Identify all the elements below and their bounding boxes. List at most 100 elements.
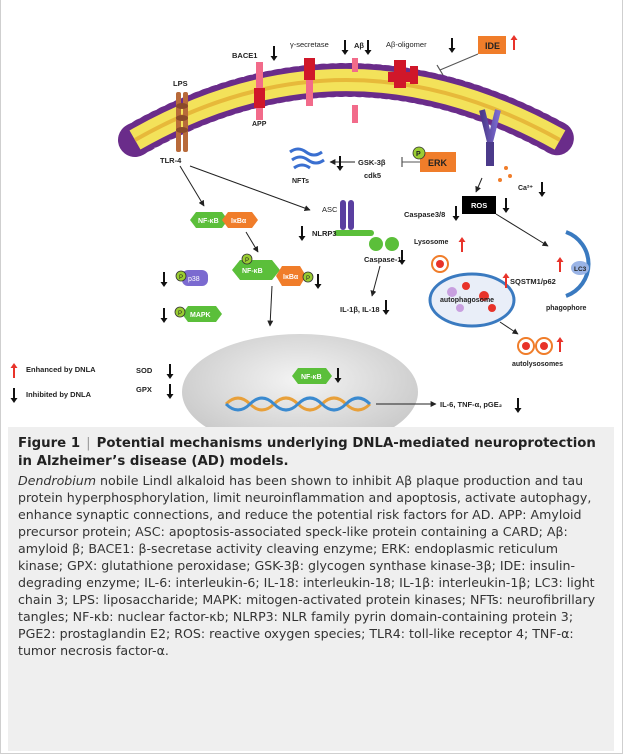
erk-phospho-label: P: [416, 151, 421, 158]
ros-label: ROS: [471, 201, 487, 210]
phagophore-label: phagophore: [546, 305, 587, 312]
ikba-hexagon-1: [222, 212, 258, 228]
sqstm1-label: SQSTM1/p62: [510, 277, 556, 286]
figure-number: Figure 1: [18, 436, 81, 451]
bace1-label: BACE1: [232, 51, 257, 60]
asc-label: ASC: [322, 205, 338, 214]
phagophore-arc: [565, 230, 591, 298]
gamma-secretase-label: γ-secretase: [290, 40, 329, 49]
legend-inhibited-label: Inhibited by DNLA: [26, 390, 92, 399]
cytokines-label: IL-6, TNF-α, pGE₂: [440, 400, 502, 409]
ide-box: [478, 36, 506, 54]
mapk-label: MAPK: [190, 312, 211, 319]
caption-italic-lead: Dendrobium: [18, 473, 97, 488]
caspase38-label: Caspase3/8: [404, 210, 445, 219]
nfkb-hexagon-2: [232, 260, 280, 280]
lysosome-circle: [431, 255, 449, 273]
ide-label: IDE: [485, 41, 500, 51]
nfkb-hexagon-nucleus: [292, 368, 332, 384]
abeta-label: Aβ: [354, 41, 364, 50]
mapk-hexagon: [182, 306, 222, 322]
abeta-oligomer-shape: [388, 60, 418, 88]
gpx-down-arrow: [166, 384, 174, 399]
p38-label: p38: [188, 276, 200, 283]
lc3-label: LC3: [574, 266, 587, 273]
caspase1-label: Caspase-1: [364, 255, 402, 264]
ros-down-arrow: [502, 198, 510, 213]
mechanism-diagram: LPS TLR-4 BACE1 APP γ-secretase Aβ Aβ-ol…: [10, 35, 591, 427]
nfkb-hexagon-1: [190, 212, 228, 228]
autolysosomes-label: autolysosomes: [512, 361, 563, 368]
abeta-oligomer-label: Aβ-oligomer: [386, 40, 427, 49]
caption-text: nobile Lindl alkaloid has been shown to …: [18, 473, 596, 658]
phospho-p-4: P: [179, 275, 183, 281]
cytokines-down-arrow: [514, 398, 522, 413]
tlr4-receptor: [176, 92, 188, 152]
lysosome-label: Lysosome: [414, 239, 448, 246]
tlr4-label: TLR-4: [160, 156, 182, 165]
ide-up-arrow: [510, 35, 518, 50]
abeta-bar: [352, 58, 358, 72]
phospho-p-3: P: [306, 276, 310, 282]
ikba-hexagon-2: [276, 266, 306, 286]
nfts-label: NFTs: [292, 178, 309, 185]
figure-caption: Figure 1|Potential mechanisms underlying…: [8, 427, 614, 751]
erk-label: ERK: [428, 158, 448, 168]
sod-down-arrow: [166, 364, 174, 379]
gamma-secretase-bar: [306, 58, 313, 106]
cdk5-label: cdk5: [364, 171, 381, 180]
regulation-arrows: [10, 35, 564, 413]
caspase1-down-arrow: [398, 250, 406, 265]
autolysosomes-shape: [517, 337, 553, 355]
ikba-down-arrow: [314, 274, 322, 289]
cell-membrane: [118, 63, 577, 157]
legend-down-arrow: [10, 388, 18, 403]
dna-helix: [224, 396, 372, 412]
bace1-down-arrow: [270, 46, 278, 61]
sod-label: SOD: [136, 366, 153, 375]
erk-box: [420, 152, 456, 172]
ikba-label-1: IκBα: [231, 218, 247, 225]
ikba-label-2: IκBα: [283, 274, 299, 281]
lysosome-up-arrow: [458, 237, 466, 252]
nfts-shape: [289, 147, 325, 170]
phospho-p-5: P: [178, 311, 182, 317]
nlrp3-label: NLRP3: [312, 229, 337, 238]
il1b-down-arrow: [382, 300, 390, 315]
figure-heading: Potential mechanisms underlying DNLA-med…: [18, 436, 596, 469]
nfkb-label-2: NF-κB: [242, 268, 263, 275]
lps-label: LPS: [173, 79, 188, 88]
sqstm1-up-arrow: [502, 273, 510, 288]
gsk3b-label: GSK-3β: [358, 158, 386, 167]
calcium-down-arrow: [538, 182, 546, 197]
nfkb-label-nucleus: NF-κB: [301, 374, 322, 381]
caption-body: Dendrobium nobile Lindl alkaloid has bee…: [18, 472, 604, 659]
il1b-il18-label: IL-1β, IL-18: [340, 305, 380, 314]
legend-up-arrow: [10, 363, 18, 378]
abeta-down-arrow: [364, 40, 372, 55]
ros-box: [462, 196, 496, 214]
gpx-label: GPX: [136, 385, 152, 394]
gsk3b-down-arrow: [336, 156, 344, 171]
autophagosome-ellipse: [428, 272, 516, 328]
nfkb-label-1: NF-κB: [198, 218, 219, 225]
lc3-up-arrow: [556, 257, 564, 272]
ca2-label: Ca²⁺: [518, 185, 533, 192]
p38-down-arrow: [160, 272, 168, 287]
calcium-receptor: [479, 109, 512, 182]
caption-title: Figure 1|Potential mechanisms underlying…: [18, 436, 596, 469]
app-label: APP: [252, 121, 267, 128]
nlrp3-down-arrow: [298, 226, 306, 241]
mapk-down-arrow: [160, 308, 168, 323]
nlrp3-complex: [334, 200, 399, 251]
abeta-oligomer-down-arrow: [448, 38, 456, 53]
legend-enhanced-label: Enhanced by DNLA: [26, 365, 96, 374]
autophagosome-label: autophagosome: [440, 297, 494, 304]
bace1-bar: [254, 88, 265, 108]
gamma-secretase-down-arrow: [341, 40, 349, 55]
p38-box: [182, 270, 208, 286]
nfkb-nucleus-down-arrow: [334, 368, 342, 383]
phospho-p-2: P: [245, 258, 249, 264]
caspase38-down-arrow: [452, 206, 460, 221]
autolysosomes-up-arrow: [556, 337, 564, 352]
